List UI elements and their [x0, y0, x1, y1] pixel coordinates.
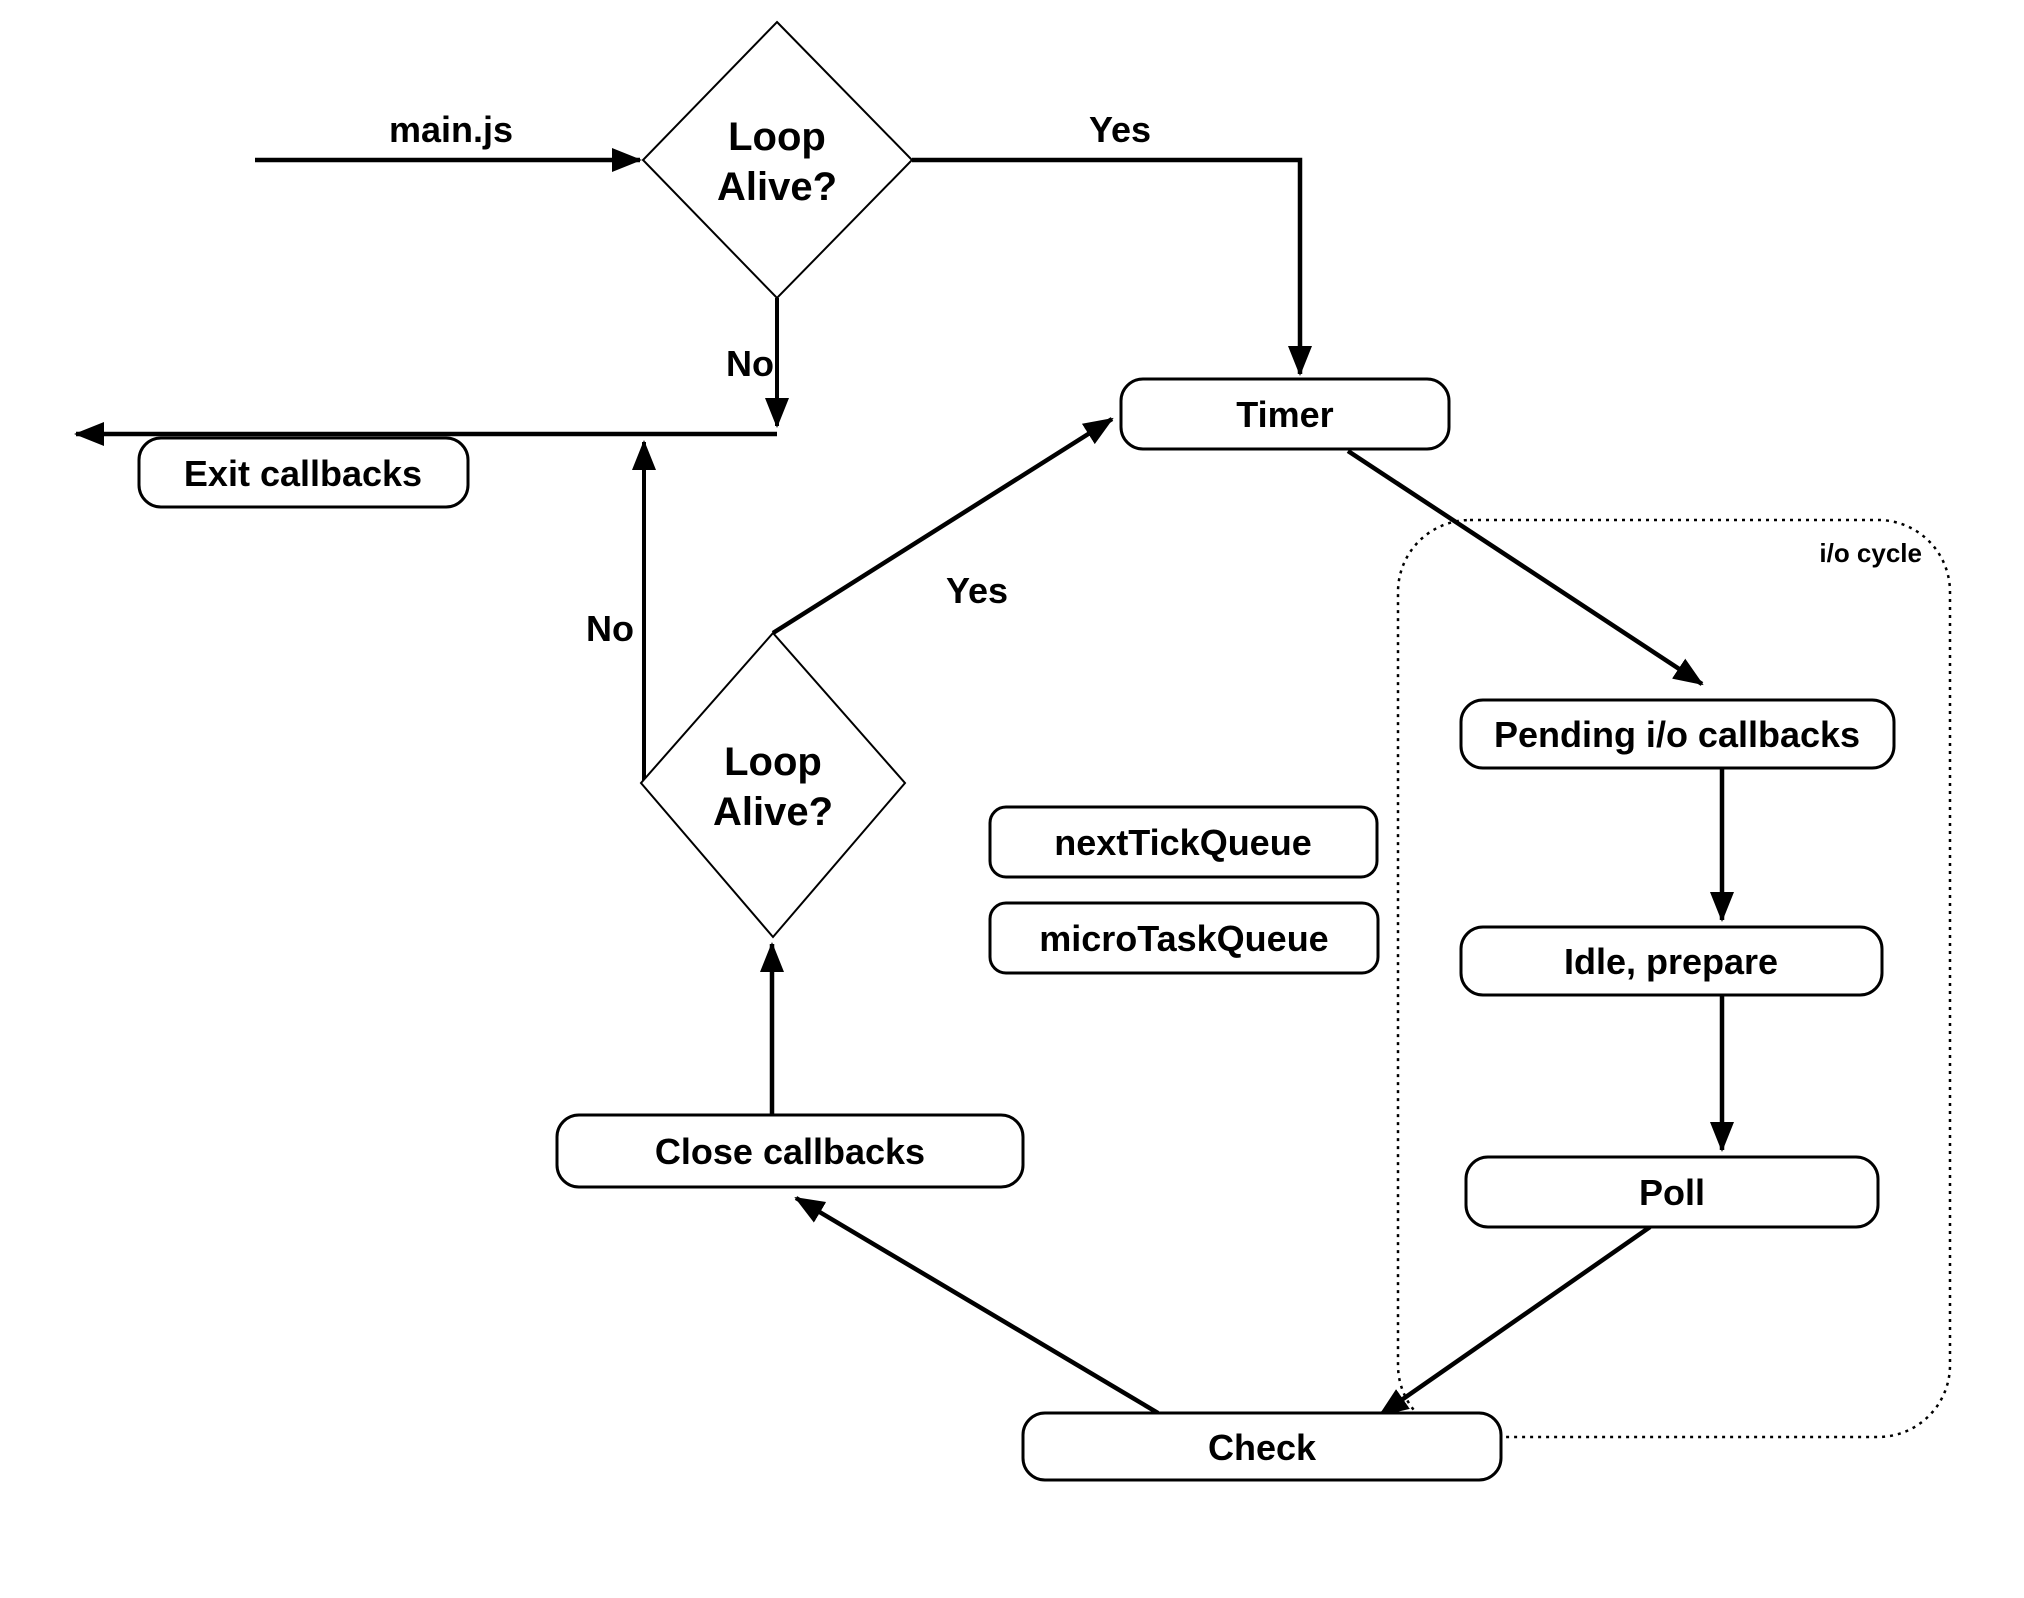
- node-exit-callbacks-shape: [137, 436, 470, 509]
- decision-loop-alive-top: Loop Alive?: [641, 20, 914, 300]
- node-idle-prepare-label: Idle, prepare: [1564, 941, 1778, 982]
- node-next-tick-queue-label: nextTickQueue: [1054, 822, 1311, 863]
- edge-label-no-top: No: [726, 343, 774, 384]
- node-next-tick-queue-shape: [988, 805, 1379, 879]
- decision-loop-alive-top-line2: Alive?: [717, 165, 837, 209]
- node-idle-prepare: Idle, prepare: [1459, 925, 1884, 997]
- decision-loop-alive-top-shape: [641, 20, 914, 300]
- node-check-label: Check: [1208, 1427, 1317, 1468]
- io-cycle-container: [1396, 518, 1952, 1439]
- node-micro-task-queue-shape: [988, 901, 1380, 975]
- decision-loop-alive-top-line1: Loop: [728, 115, 826, 159]
- arrow-yes2-to-timer: [771, 417, 1114, 635]
- edge-label-no-bottom: No: [586, 608, 634, 649]
- arrow-yes-to-timer: [912, 157, 1312, 376]
- arrow-poll-to-check: [1378, 1225, 1652, 1417]
- node-close-callbacks: Close callbacks: [555, 1113, 1025, 1189]
- node-exit-callbacks: Exit callbacks: [137, 436, 470, 509]
- connectors: [74, 148, 1734, 1417]
- node-pending-io-callbacks-shape: [1459, 698, 1896, 770]
- node-close-callbacks-label: Close callbacks: [655, 1131, 925, 1172]
- node-poll: Poll: [1464, 1155, 1880, 1229]
- node-idle-prepare-shape: [1459, 925, 1884, 997]
- node-next-tick-queue: nextTickQueue: [988, 805, 1379, 879]
- decision-loop-alive-bottom: Loop Alive?: [639, 631, 907, 939]
- node-exit-callbacks-label: Exit callbacks: [184, 453, 422, 494]
- io-cycle-group: i/o cycle: [1396, 518, 1952, 1439]
- decision-loop-alive-bottom-line1: Loop: [724, 740, 822, 784]
- node-pending-io-callbacks: Pending i/o callbacks: [1459, 698, 1896, 770]
- node-micro-task-queue-label: microTaskQueue: [1039, 918, 1328, 959]
- edge-label-yes-top: Yes: [1089, 109, 1151, 150]
- node-micro-task-queue: microTaskQueue: [988, 901, 1380, 975]
- edge-label-main-js: main.js: [389, 109, 513, 150]
- node-close-callbacks-shape: [555, 1113, 1025, 1189]
- node-poll-shape: [1464, 1155, 1880, 1229]
- node-timer: Timer: [1119, 377, 1451, 451]
- node-poll-label: Poll: [1639, 1172, 1705, 1213]
- arrow-check-to-close: [794, 1196, 1160, 1415]
- decision-loop-alive-bottom-shape: [639, 631, 907, 939]
- arrow-timer-to-pending: [1346, 449, 1704, 686]
- node-pending-io-callbacks-label: Pending i/o callbacks: [1494, 714, 1860, 755]
- io-cycle-label: i/o cycle: [1819, 538, 1922, 568]
- edge-label-yes-bottom: Yes: [946, 570, 1008, 611]
- decision-loop-alive-bottom-line2: Alive?: [713, 790, 833, 834]
- node-check: Check: [1021, 1411, 1503, 1482]
- node-timer-shape: [1119, 377, 1451, 451]
- node-check-shape: [1021, 1411, 1503, 1482]
- edge-labels: main.js Yes No No Yes: [389, 109, 1151, 649]
- node-timer-label: Timer: [1236, 394, 1333, 435]
